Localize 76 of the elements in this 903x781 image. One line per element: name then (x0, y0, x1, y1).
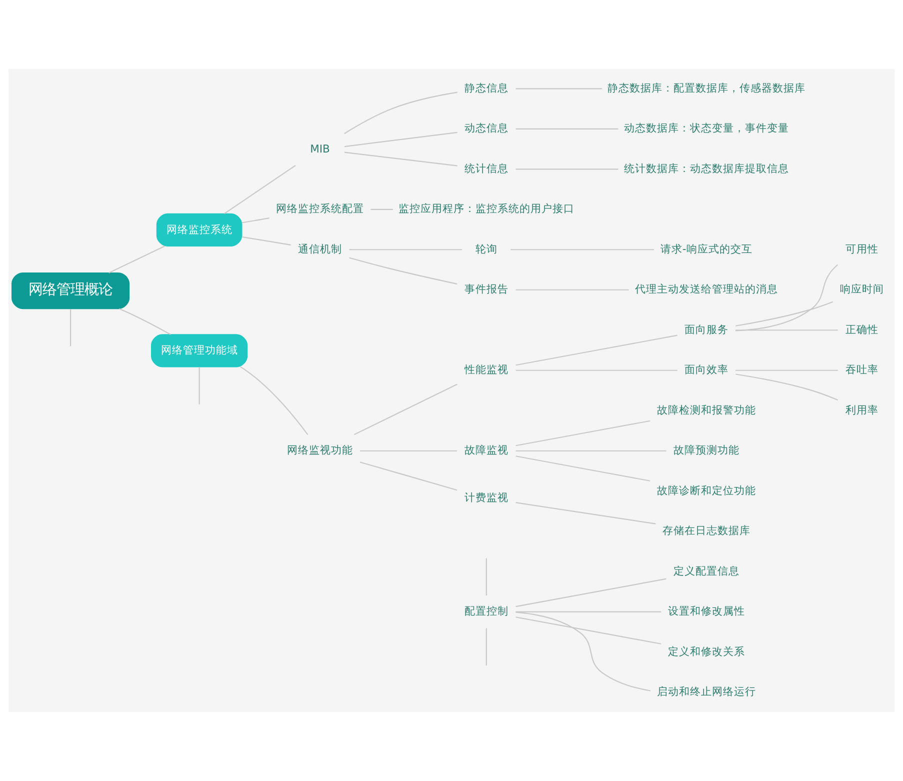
node-text: 性能监视 (464, 363, 508, 376)
connector (240, 366, 308, 435)
node-text: 计费监视 (464, 491, 508, 504)
node-text: 面向效率 (684, 363, 728, 376)
connector (360, 462, 458, 491)
connector (370, 208, 393, 210)
connector (516, 612, 651, 692)
connector (735, 330, 838, 331)
connector (735, 264, 838, 332)
node-text: 面向服务 (684, 322, 728, 336)
connector (108, 246, 165, 274)
node-text: 利用率 (845, 403, 878, 416)
node-box: 网络管理概论 (12, 272, 130, 310)
node-text: 动态数据库：状态变量，事件变量 (624, 122, 789, 135)
node-text: 网络监视功能 (287, 444, 354, 457)
connector (354, 384, 458, 436)
node-text: 动态信息 (464, 122, 508, 135)
node-box: 网络管理功能域 (151, 334, 248, 368)
connector (516, 168, 618, 170)
node-text: 请求-响应式的交互 (660, 242, 752, 256)
connector (360, 450, 458, 452)
connector (736, 301, 833, 326)
node-text: 事件报告 (464, 282, 508, 296)
node-text: 吞吐率 (845, 363, 878, 376)
node-text: 存储在日志数据库 (662, 524, 750, 538)
node-text: 故障诊断和定位功能 (656, 484, 756, 497)
node-text: 故障监视 (464, 444, 508, 457)
connector (198, 367, 200, 404)
connector (516, 420, 650, 446)
connector (70, 308, 72, 346)
node-text: 统计数据库：动态数据库提取信息 (624, 162, 789, 175)
node-text: 定义配置信息 (673, 564, 740, 578)
connector (516, 578, 666, 608)
connector (735, 370, 838, 371)
node-text: 设置和修改属性 (668, 604, 745, 618)
connector (516, 334, 678, 366)
connector (224, 165, 296, 214)
node-text: 网络监控系统配置 (276, 202, 364, 216)
connector (486, 558, 487, 596)
connector (736, 374, 838, 400)
node-text: 配置控制 (464, 604, 508, 618)
connector (344, 152, 458, 166)
node-box: 网络监控系统 (156, 213, 242, 247)
connector (349, 249, 462, 250)
connector (242, 218, 270, 224)
connector (510, 249, 654, 250)
node-text: 启动和终止网络运行 (656, 685, 756, 698)
connector (516, 128, 618, 130)
node-text: 监控应用程序：监控系统的用户接口 (398, 202, 574, 216)
connector (118, 308, 171, 335)
connector (344, 92, 458, 134)
node-text: 统计信息 (464, 162, 508, 175)
connector (242, 236, 291, 246)
connector (516, 289, 629, 290)
node-text: 故障预测功能 (673, 444, 740, 457)
connector (516, 88, 602, 90)
connector (349, 257, 458, 284)
node-text: MIB (310, 142, 330, 156)
connector (344, 132, 458, 148)
connector (486, 628, 487, 666)
node-text: 定义和修改关系 (668, 644, 745, 658)
connector (516, 450, 666, 452)
node-text: 故障检测和报警功能 (656, 403, 756, 416)
connector (516, 611, 662, 612)
node-text: 代理主动发送给管理站的消息 (634, 282, 778, 296)
node-text: 可用性 (845, 242, 878, 256)
node-text: 轮询 (475, 242, 498, 256)
connector (516, 370, 678, 371)
node-text: 通信机制 (298, 242, 342, 256)
connector (516, 502, 656, 524)
node-text: 静态信息 (464, 81, 508, 94)
connector (516, 456, 650, 482)
node-text: 正确性 (845, 322, 878, 336)
connector (516, 616, 662, 644)
node-text: 静态数据库：配置数据库，传感器数据库 (607, 81, 806, 94)
node-text: 响应时间 (840, 282, 884, 296)
